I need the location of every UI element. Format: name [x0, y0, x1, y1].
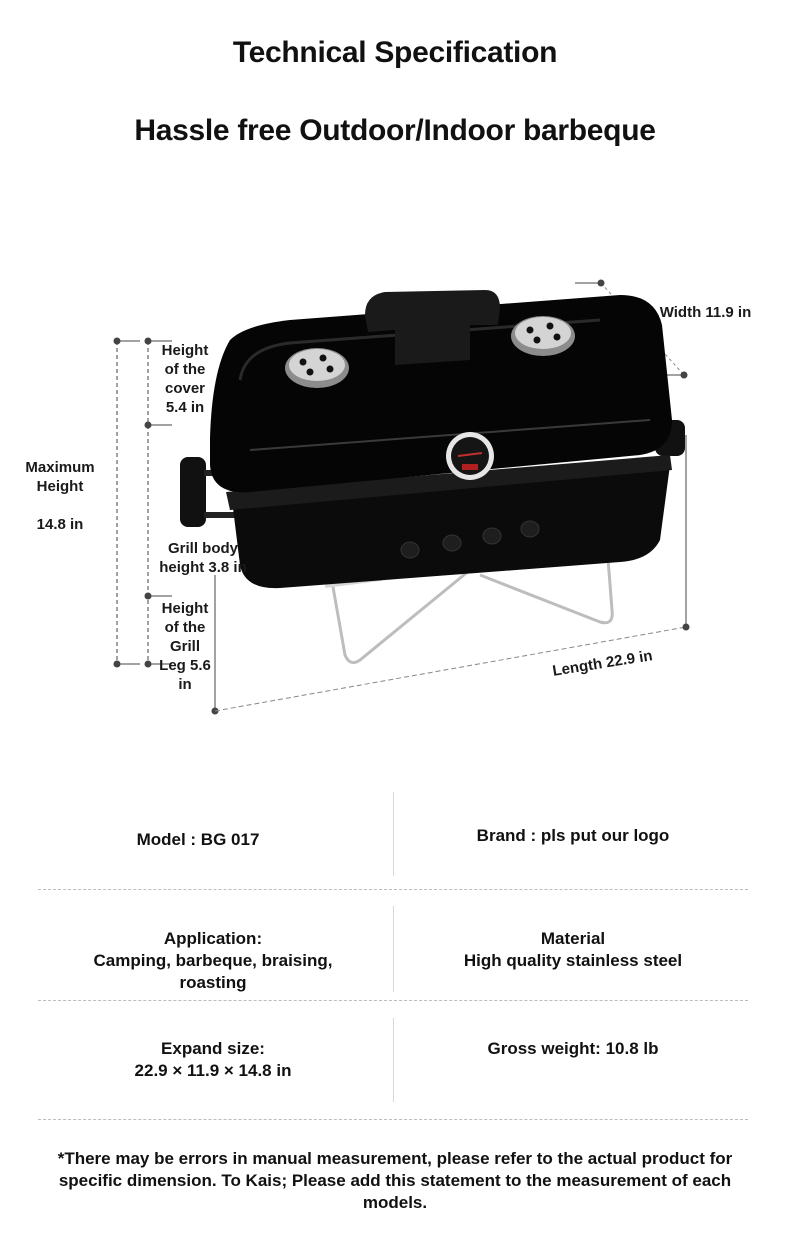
- spec-application: Application: Camping, barbeque, braising…: [93, 929, 333, 992]
- spec-material: Material High quality stainless steel: [463, 929, 683, 970]
- row-divider: [38, 889, 748, 890]
- column-divider: [393, 792, 394, 876]
- width-label: Width 11.9 in: [659, 304, 752, 321]
- vent-left: [285, 348, 349, 388]
- spec-expand-size: Expand size: 22.9 × 11.9 × 14.8 in: [134, 1039, 292, 1080]
- body-height-label: Grill body height 3.8 in: [159, 540, 247, 576]
- page-title: Technical Specification: [232, 36, 558, 69]
- cover-height-label: Height of the cover 5.4 in: [161, 342, 209, 416]
- leg-height-label: Height of the Grill Leg 5.6 in: [159, 600, 211, 693]
- dimension-lines: [113, 279, 690, 715]
- measurement-disclaimer: *There may be errors in manual measureme…: [57, 1149, 733, 1212]
- vent-right: [511, 316, 575, 356]
- column-divider: [393, 1018, 394, 1102]
- grill-illustration: [180, 290, 685, 665]
- row-divider: [38, 1000, 748, 1001]
- max-height-value: 14.8 in: [36, 516, 84, 533]
- left-handle: [180, 457, 206, 527]
- lid-handle: [365, 290, 500, 365]
- spec-gross-weight: Gross weight: 10.8 lb: [487, 1039, 659, 1058]
- page-subtitle: Hassle free Outdoor/Indoor barbeque: [134, 114, 656, 147]
- thermometer-gauge: [446, 432, 494, 480]
- grill-dimension-diagram: [113, 279, 690, 715]
- row-divider: [38, 1119, 748, 1120]
- max-height-label: Maximum Height: [25, 459, 95, 495]
- spec-brand: Brand : pls put our logo: [476, 826, 670, 845]
- column-divider: [393, 906, 394, 992]
- spec-model: Model : BG 017: [136, 830, 260, 849]
